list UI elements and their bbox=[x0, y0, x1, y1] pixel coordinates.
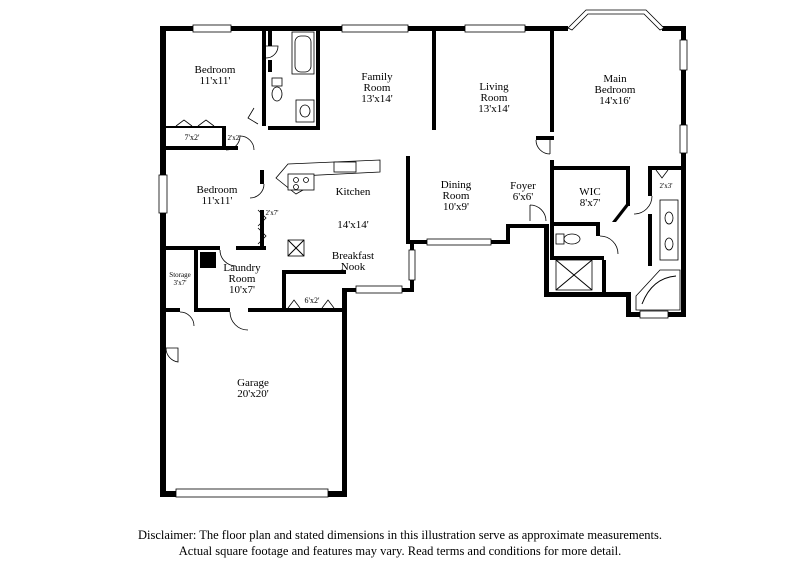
kitchen-label: Kitchen bbox=[336, 186, 371, 198]
living-room-label-1: Living bbox=[479, 81, 509, 93]
main-bedroom-label-1: Main bbox=[603, 73, 627, 85]
fixtures bbox=[200, 31, 681, 311]
wic-label: WIC bbox=[579, 186, 600, 198]
garage-dim: 20'x20' bbox=[237, 388, 268, 400]
dining-room-dim: 10'x9' bbox=[443, 201, 469, 213]
windows bbox=[158, 9, 688, 498]
foyer-dim: 6'x6' bbox=[513, 191, 533, 203]
breakfast-nook-label-1: Breakfast bbox=[332, 250, 374, 262]
breakfast-nook-label-2: Nook bbox=[341, 261, 366, 273]
closet-6x2-label: 6'x2' bbox=[305, 296, 320, 305]
laundry-room-dim: 10'x7' bbox=[229, 284, 255, 296]
dining-room-label-1: Dining bbox=[441, 179, 472, 191]
bedroom-mid-label: Bedroom bbox=[197, 184, 238, 196]
storage-label: Storage bbox=[169, 271, 190, 279]
doors bbox=[165, 45, 669, 363]
foyer-label: Foyer bbox=[510, 180, 536, 192]
main-bedroom-label-2: Bedroom bbox=[595, 84, 636, 96]
living-room-label-2: Room bbox=[481, 92, 508, 104]
garage-label: Garage bbox=[237, 377, 269, 389]
disclaimer-line-1: Disclaimer: The floor plan and stated di… bbox=[138, 528, 662, 542]
family-room-label-2: Room bbox=[364, 82, 391, 94]
wic-dim: 8'x7' bbox=[580, 197, 600, 209]
disclaimer-line-2: Actual square footage and features may v… bbox=[178, 544, 622, 558]
family-room-label-1: Family bbox=[361, 71, 393, 83]
bedroom-top-label: Bedroom bbox=[195, 64, 236, 76]
interior-walls bbox=[166, 26, 684, 312]
bedroom-mid-dim: 11'x11' bbox=[202, 195, 233, 207]
laundry-room-label-1: Laundry bbox=[223, 262, 261, 274]
closet-2x2-label: 2'x2' bbox=[227, 134, 240, 142]
living-room-dim: 13'x14' bbox=[478, 103, 509, 115]
bedroom-top-dim: 11'x11' bbox=[200, 75, 231, 87]
main-bedroom-dim: 14'x16' bbox=[599, 95, 630, 107]
closet-7x2-label: 7'x2' bbox=[185, 133, 200, 142]
family-room-dim: 13'x14' bbox=[361, 93, 392, 105]
kitchen-dim: 14'x14' bbox=[337, 219, 368, 231]
storage-dim: 3'x7' bbox=[173, 279, 186, 287]
room-labels: Bedroom 11'x11' Family Room 13'x14' Livi… bbox=[169, 64, 672, 400]
dining-room-label-2: Room bbox=[443, 190, 470, 202]
closet-2x3-label: 2'x3' bbox=[659, 182, 672, 190]
laundry-room-label-2: Room bbox=[229, 273, 256, 285]
closet-2x7-label: 2'x7' bbox=[265, 209, 278, 217]
